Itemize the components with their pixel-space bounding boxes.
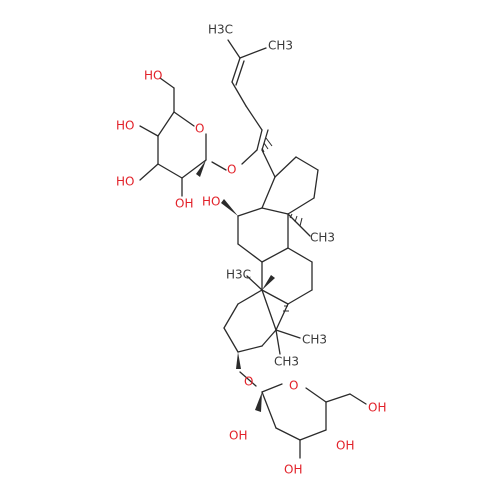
- bond: [287, 289, 313, 305]
- atom-label-hydroxyl: HO: [144, 69, 162, 83]
- bond: [211, 161, 227, 171]
- hash-bond: [289, 213, 293, 219]
- atom-label-oxygen: O: [244, 375, 253, 389]
- bond: [287, 213, 311, 237]
- bond: [261, 247, 289, 263]
- atom-label-ch3: CH3: [310, 231, 335, 245]
- bond: [261, 289, 289, 305]
- bond: [261, 176, 276, 209]
- bond: [237, 243, 263, 263]
- bond: [275, 329, 301, 339]
- bond: [313, 169, 319, 199]
- bond: [246, 275, 263, 291]
- bond: [325, 393, 351, 403]
- bond: [231, 57, 241, 83]
- bond: [261, 383, 283, 393]
- bond: [261, 329, 277, 347]
- wedge-bond: [236, 352, 241, 369]
- atom-labels: H3C CH3 HO O HO HO OH O HO CH3 H3C CH3 C…: [116, 23, 386, 477]
- bond: [287, 197, 315, 215]
- bond: [239, 371, 257, 387]
- bond: [237, 289, 263, 305]
- bond: [349, 393, 367, 405]
- wedge-bond: [255, 392, 262, 412]
- atom-label-hydroxyl: OH: [284, 463, 302, 477]
- atom-label-ch3: CH3: [274, 355, 299, 369]
- bond: [139, 125, 159, 137]
- bond: [275, 303, 289, 331]
- bond: [227, 39, 241, 59]
- bond: [231, 81, 247, 107]
- bond: [287, 247, 313, 263]
- atom-label-ch3: H3C: [226, 268, 251, 282]
- wedge-bond: [262, 275, 275, 290]
- atom-label-hydroxyl: OH: [229, 429, 247, 443]
- wedge-bond: [196, 160, 206, 177]
- bond: [223, 327, 239, 353]
- atom-label-ch3: H3C: [208, 23, 233, 37]
- bond: [173, 111, 195, 127]
- atom-label-oxygen: O: [227, 163, 236, 177]
- hash-bond: [299, 217, 303, 227]
- bond: [261, 391, 277, 429]
- atom-label-oxygen: O: [195, 122, 204, 136]
- bond: [295, 156, 319, 171]
- bond: [261, 207, 289, 215]
- atom-label-ch3: CH3: [268, 39, 293, 53]
- bond: [237, 345, 263, 353]
- wedge-bond: [221, 199, 238, 216]
- hash-bond: [265, 137, 273, 147]
- bond: [245, 105, 263, 131]
- atom-label-oxygen: O: [289, 379, 298, 393]
- bond: [256, 129, 263, 151]
- bond: [223, 303, 239, 329]
- bond: [275, 329, 281, 355]
- bond: [274, 156, 297, 178]
- bond: [181, 159, 207, 179]
- bond: [237, 207, 263, 217]
- atom-label-hydroxyl: OH: [336, 439, 354, 453]
- bond: [241, 149, 258, 165]
- bond: [275, 427, 301, 441]
- bond: [239, 47, 267, 59]
- atom-label-hydroxyl: OH: [175, 197, 193, 211]
- hash-bond: [294, 215, 298, 223]
- atom-label-hydroxyl: OH: [368, 401, 386, 415]
- bond: [159, 77, 175, 89]
- hash-bond: [263, 142, 269, 150]
- skeleton-bonds: [139, 39, 367, 459]
- bond: [261, 129, 269, 151]
- bond: [235, 60, 245, 86]
- atom-label-hydroxyl: HO: [116, 119, 134, 133]
- bond: [139, 163, 159, 181]
- bond: [261, 289, 277, 331]
- atom-label-hydroxyl: HO: [116, 175, 134, 189]
- bond: [157, 163, 183, 179]
- bond: [305, 387, 327, 403]
- hash-bond: [261, 147, 265, 153]
- bond: [157, 111, 175, 137]
- stereo-hashes: [261, 137, 303, 312]
- bond: [299, 429, 327, 441]
- atom-label-hydroxyl: HO: [202, 195, 220, 209]
- atom-label-ch3: CH3: [302, 333, 327, 347]
- stereo-wedges: [196, 160, 275, 412]
- bond: [261, 149, 276, 178]
